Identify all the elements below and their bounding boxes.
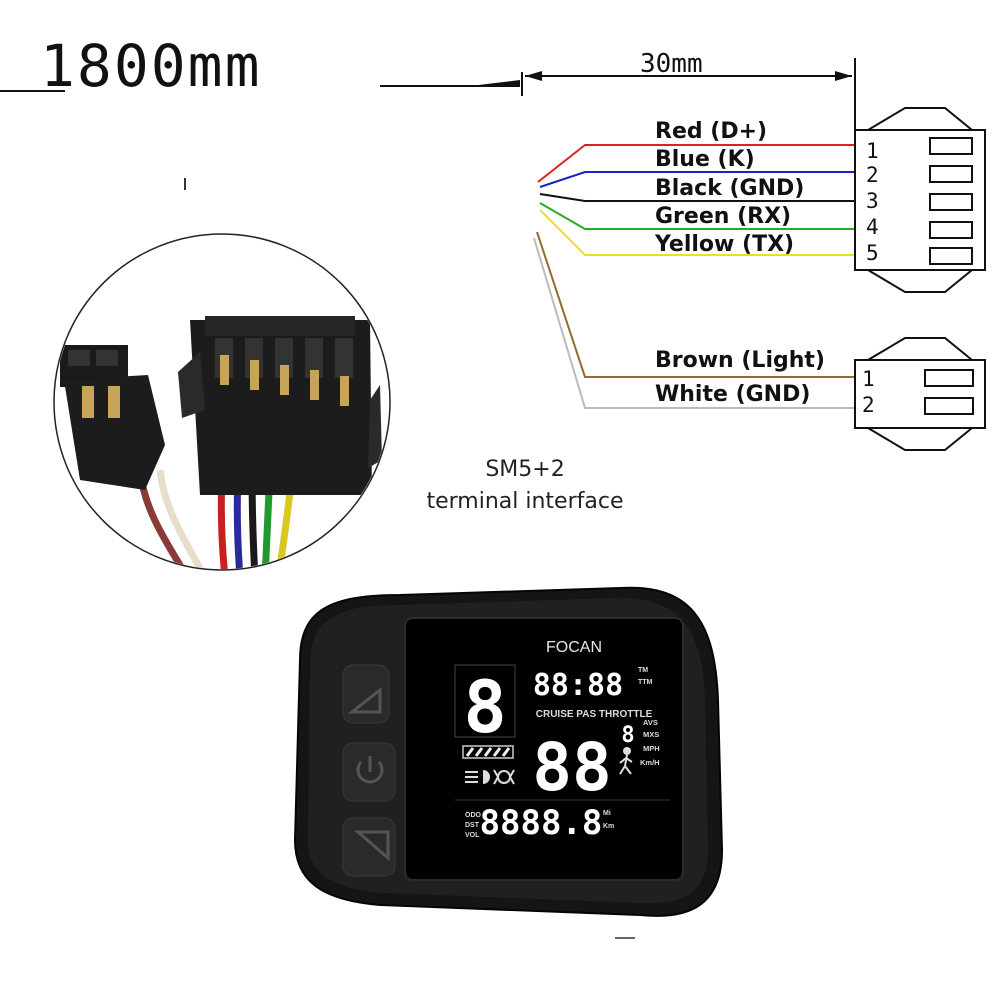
cable-length-annotation: 1800mm <box>0 32 262 100</box>
lead-length-label: 30mm <box>640 49 703 79</box>
pin-label: White (GND) <box>655 382 810 407</box>
power-icon <box>356 756 384 784</box>
pin-numbers-2pin: 1 2 <box>862 367 875 417</box>
speed-small-digit: 8 <box>621 723 634 748</box>
headlight-icon <box>465 770 490 784</box>
pin-label: Black (GND) <box>655 176 804 201</box>
pin-numbers-5pin: 1 2 3 4 5 <box>866 139 879 265</box>
wire-group-5pin <box>537 144 855 256</box>
pin-number: 4 <box>866 215 879 239</box>
pin-number: 3 <box>866 189 879 213</box>
up-arrow-icon <box>347 686 382 714</box>
odometer-readout: 8888.8 <box>480 803 603 843</box>
brand-label: FOCAN <box>546 639 602 656</box>
assist-level-digit: 8 <box>463 665 506 749</box>
up-button[interactable] <box>342 664 390 724</box>
interface-caption: SM5+2 terminal interface <box>426 457 623 514</box>
down-button[interactable] <box>342 817 396 877</box>
speed-unit: MPH <box>643 744 660 753</box>
connector-2pin-housing <box>854 337 986 451</box>
wire <box>536 231 855 378</box>
speed-unit: MXS <box>643 730 659 739</box>
battery-icon <box>462 745 514 759</box>
mode-labels: CRUISE PAS THROTTLE <box>536 709 653 720</box>
motor-icon <box>493 769 515 785</box>
speed-unit: AVS <box>643 718 658 727</box>
wire <box>537 144 855 183</box>
wire <box>539 171 855 188</box>
connector-5pin-housing <box>854 107 986 293</box>
power-button[interactable] <box>342 742 396 802</box>
pin-number: 2 <box>866 163 879 187</box>
pin-number: 5 <box>866 241 879 265</box>
pin-number: 2 <box>862 393 875 417</box>
clock-readout: 88:88 <box>533 668 623 703</box>
pin-number: 1 <box>866 139 879 163</box>
wire <box>533 237 855 409</box>
odo-label: VOL <box>465 832 480 839</box>
odo-unit: Mi <box>603 810 611 817</box>
caption-line2: terminal interface <box>426 489 623 514</box>
walk-mode-icon <box>619 747 633 775</box>
odo-label: ODO <box>465 812 482 819</box>
connector-photo <box>53 233 391 571</box>
pin-label: Brown (Light) <box>655 348 825 373</box>
pin-label: Green (RX) <box>655 204 791 229</box>
speed-readout: 88 <box>532 729 611 806</box>
pin-labels-5pin: Red (D+) Blue (K) Black (GND) Green (RX)… <box>654 119 804 257</box>
pin-labels-2pin: Brown (Light) White (GND) <box>655 348 825 407</box>
lcd-display-device: FOCAN 8 88:88 TM TTM CRUISE PAS THROTTLE… <box>293 586 724 917</box>
pin-number: 1 <box>862 367 875 391</box>
caption-line1: SM5+2 <box>485 457 564 482</box>
clock-unit: TTM <box>638 679 653 686</box>
clock-unit: TM <box>638 667 648 674</box>
odo-label: DST <box>465 822 480 829</box>
arrowhead-right-icon <box>835 71 852 81</box>
pin-label: Red (D+) <box>655 119 767 144</box>
cable-length-label: 1800mm <box>40 32 262 100</box>
arrowhead-left-icon <box>525 71 542 81</box>
odo-unit: Km <box>603 823 614 830</box>
speed-unit: Km/H <box>640 758 660 767</box>
wire-group-2pin <box>533 231 855 409</box>
lead-length-annotation: 30mm <box>380 49 856 135</box>
pin-label: Blue (K) <box>655 147 755 172</box>
lcd-screen <box>405 618 683 880</box>
wire <box>539 202 855 230</box>
wire <box>539 209 855 256</box>
wire <box>539 193 855 202</box>
down-arrow-icon <box>353 830 390 862</box>
pin-label: Yellow (TX) <box>654 232 794 257</box>
